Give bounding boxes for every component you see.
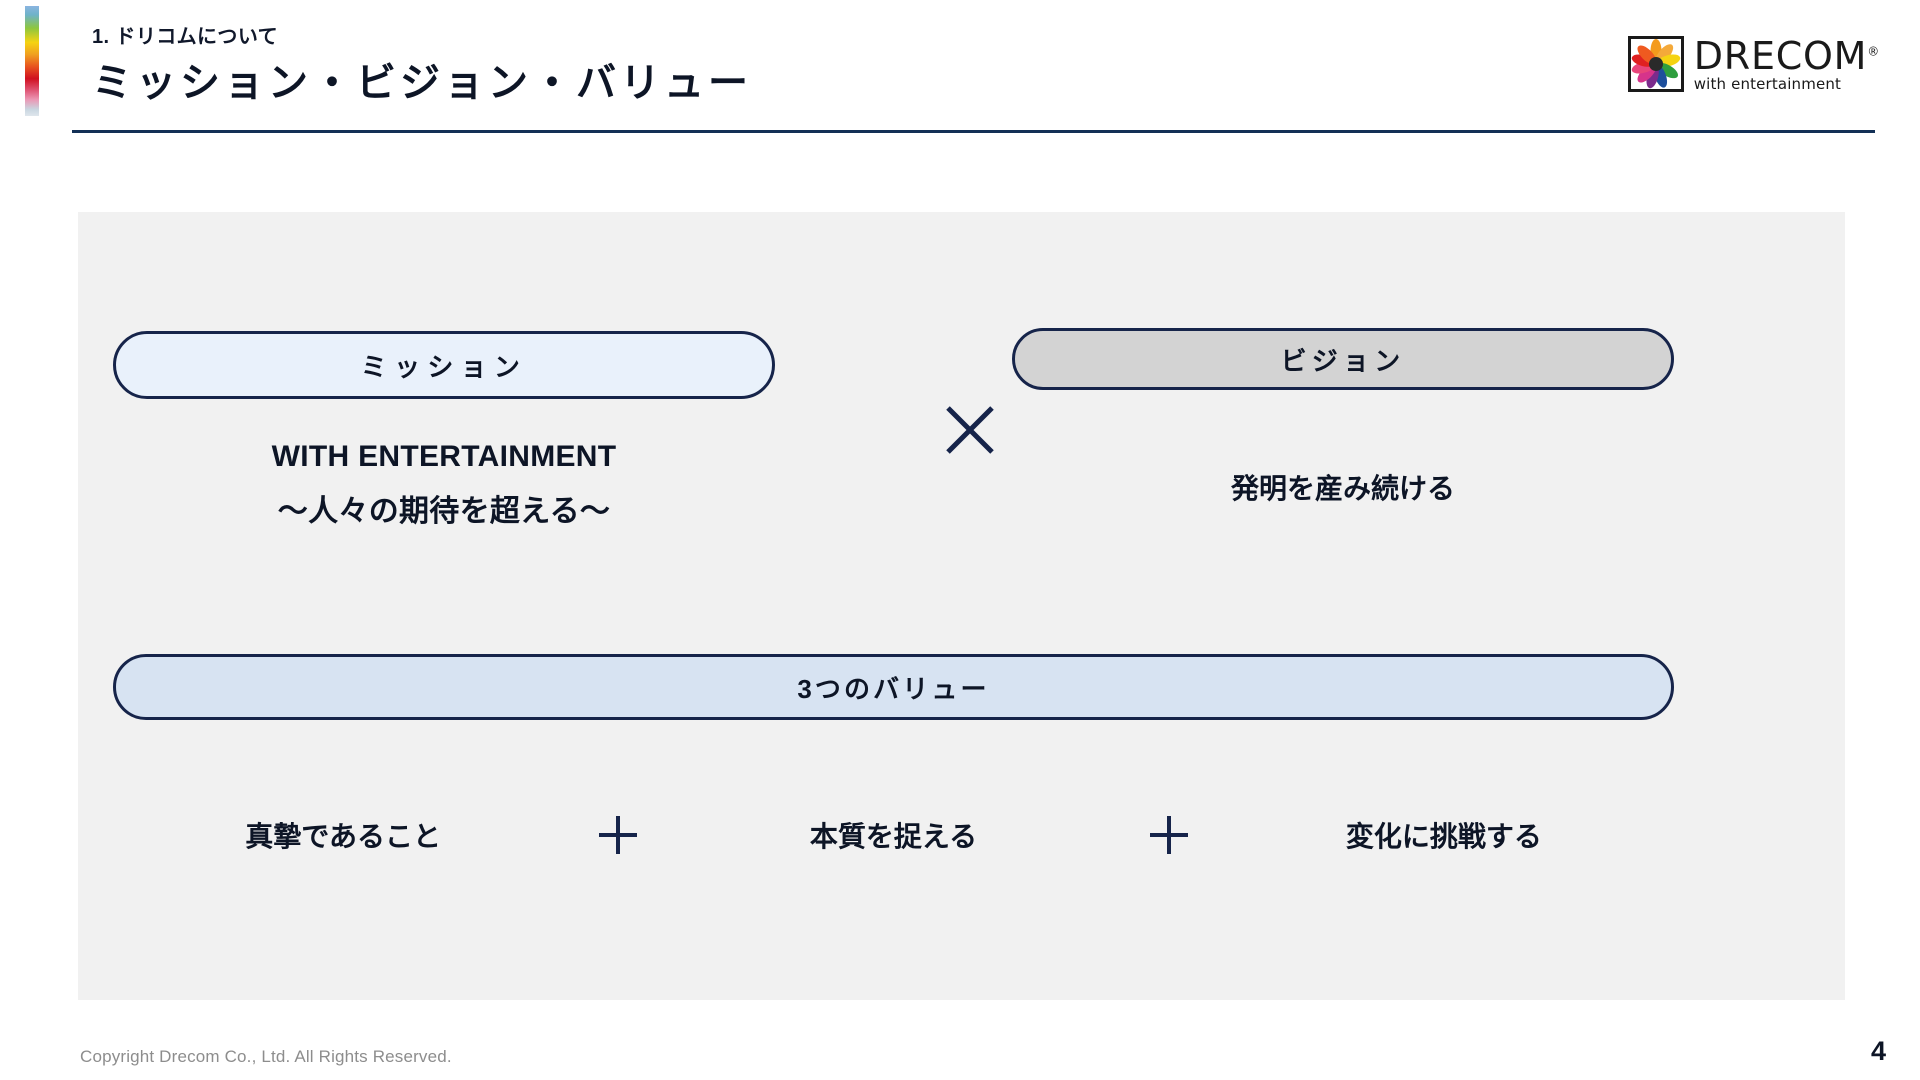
mission-pill: ミッション bbox=[113, 331, 775, 399]
value-item-2: 本質を捉える bbox=[809, 821, 978, 852]
logo-wordmark: DRECOM® bbox=[1694, 37, 1880, 75]
value-item-1: 真摯であること bbox=[245, 821, 442, 852]
plus-icon bbox=[1124, 813, 1214, 857]
drecom-logo: DRECOM® with entertainment bbox=[1627, 36, 1880, 92]
plus-icon bbox=[573, 813, 663, 857]
values-pill: 3つのバリュー bbox=[113, 654, 1674, 720]
section-eyebrow: 1. ドリコムについて bbox=[92, 26, 279, 48]
logo-tagline: with entertainment bbox=[1693, 74, 1842, 93]
gradient-accent-bar-icon bbox=[25, 6, 39, 116]
drecom-flower-logo-icon bbox=[1627, 36, 1684, 92]
multiply-cross-icon bbox=[944, 404, 996, 456]
registered-mark: ® bbox=[1867, 43, 1880, 58]
vision-pill: ビジョン bbox=[1012, 328, 1674, 390]
copyright-text: Copyright Drecom Co., Ltd. All Rights Re… bbox=[80, 1047, 452, 1066]
page-title: ミッション・ビジョン・バリュー bbox=[92, 61, 752, 105]
mission-statement-line-1: WITH ENTERTAINMENT bbox=[271, 440, 617, 473]
value-item-3: 変化に挑戦する bbox=[1345, 821, 1542, 852]
logo-wordmark-text: DRECOM bbox=[1693, 33, 1868, 78]
title-divider bbox=[72, 130, 1875, 133]
mission-text-block: WITH ENTERTAINMENT 〜人々の期待を超える〜 bbox=[113, 440, 775, 530]
vision-statement: 発明を産み続ける bbox=[1230, 473, 1455, 504]
mission-statement-line-2: 〜人々の期待を超える〜 bbox=[277, 495, 611, 528]
logo-wordmark-group: DRECOM® with entertainment bbox=[1694, 37, 1880, 92]
page-number: 4 bbox=[1870, 1036, 1886, 1066]
values-row: 真摯であること 本質を捉える 変化に挑戦する bbox=[113, 800, 1674, 870]
